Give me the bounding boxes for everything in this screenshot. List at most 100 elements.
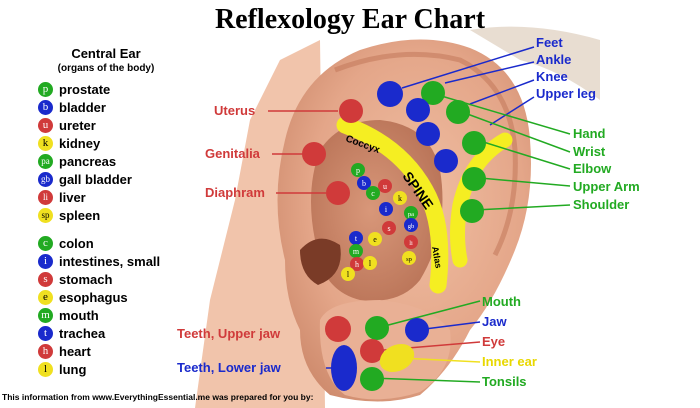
legend-item: p prostate xyxy=(38,80,132,98)
legend-label: trachea xyxy=(59,325,106,341)
legend-label: mouth xyxy=(59,307,99,323)
label-feet: Feet xyxy=(536,35,563,50)
legend-label: bladder xyxy=(59,99,106,115)
svg-text:e: e xyxy=(373,235,377,244)
feet-point xyxy=(377,81,403,107)
legend-dot-icon: m xyxy=(38,307,53,323)
organ-c: c xyxy=(366,186,380,200)
legend-dot-icon: u xyxy=(38,117,53,133)
mouth-line xyxy=(376,300,481,329)
elbow-line xyxy=(476,139,571,170)
svg-text:b: b xyxy=(362,179,366,188)
organ-li: li xyxy=(404,235,418,249)
legend-dot-icon: h xyxy=(38,343,53,359)
elbow-point xyxy=(462,167,486,191)
organ-dots: p b u c k i pa gb s e t li m sp h l l xyxy=(341,163,418,281)
label-jaw: Jaw xyxy=(482,314,507,329)
legend-dot-icon: p xyxy=(38,81,53,97)
reflex-points xyxy=(302,81,486,391)
organ-b: b xyxy=(357,176,371,190)
eye-point xyxy=(360,339,384,363)
tonsils-line xyxy=(371,377,481,383)
svg-text:pa: pa xyxy=(408,211,414,218)
label-uterus: Uterus xyxy=(214,103,256,118)
svg-text:p: p xyxy=(356,166,360,175)
svg-text:u: u xyxy=(383,182,387,191)
ankle-point xyxy=(421,81,445,105)
organ-u: u xyxy=(378,179,392,193)
upper-leg-point xyxy=(416,122,440,146)
legend-dot-icon: k xyxy=(38,135,53,151)
teeth-lower-point xyxy=(331,345,357,391)
tonsils-point xyxy=(360,367,384,391)
svg-text:gb: gb xyxy=(408,223,415,230)
organ-e: e xyxy=(368,232,382,246)
label-elbow: Elbow xyxy=(573,161,612,176)
label-inner-ear: Inner ear xyxy=(482,354,537,369)
feet-line xyxy=(401,46,535,89)
organ-m: m xyxy=(349,244,363,258)
svg-text:k: k xyxy=(398,194,402,203)
chart-title: Reflexology Ear Chart xyxy=(214,4,486,35)
legend-item: e esophagus xyxy=(38,288,160,306)
label-eye: Eye xyxy=(482,334,506,349)
ankle-line xyxy=(444,61,535,84)
label-hand: Hand xyxy=(573,126,606,141)
legend-dot-icon: li xyxy=(38,189,53,205)
organ-s: s xyxy=(382,221,396,235)
svg-text:t: t xyxy=(355,234,358,243)
label-ankle: Ankle xyxy=(536,52,572,67)
diaphram-point xyxy=(326,181,350,205)
svg-text:c: c xyxy=(371,189,375,198)
organ-sp: sp xyxy=(402,251,416,265)
spine-band xyxy=(336,116,449,294)
legend-dot-icon: gb xyxy=(38,171,53,187)
organ-h: h xyxy=(350,257,364,271)
legend-item: t trachea xyxy=(38,324,160,342)
wrist-point xyxy=(462,131,486,155)
organ-p: p xyxy=(351,163,365,177)
anti-helix-arc xyxy=(450,132,513,268)
label-wrist: Wrist xyxy=(573,144,606,159)
legend-dot-icon: t xyxy=(38,325,53,341)
legend-label: heart xyxy=(59,343,91,359)
uterus-point xyxy=(339,99,363,123)
svg-text:sp: sp xyxy=(406,256,412,263)
svg-text:s: s xyxy=(387,224,390,233)
organ-pa: pa xyxy=(404,206,418,220)
legend-label: prostate xyxy=(59,81,111,97)
hand-point xyxy=(446,100,470,124)
legend-heading: Central Ear xyxy=(71,46,141,61)
label-mouth: Mouth xyxy=(482,294,521,309)
shoulder-line xyxy=(474,204,571,211)
organ-l-a: l xyxy=(363,256,377,270)
label-knee: Knee xyxy=(536,69,568,84)
legend-label: esophagus xyxy=(59,289,128,305)
svg-text:h: h xyxy=(355,260,359,269)
label-upper-leg: Upper leg xyxy=(536,86,596,101)
upper-arm-point xyxy=(460,199,484,223)
legend-label: spleen xyxy=(59,207,101,223)
legend-dot-icon: sp xyxy=(38,207,53,223)
legend-item: sp spleen xyxy=(38,206,132,224)
mouth-point xyxy=(365,316,389,340)
legend-dot-icon: e xyxy=(38,289,53,305)
legend-dot-icon: i xyxy=(38,253,53,269)
legend-label: kidney xyxy=(59,135,101,151)
upper-leg-line xyxy=(489,96,535,126)
label-teeth-lower-jaw: Teeth, Lower jaw xyxy=(177,360,281,375)
label-diaphram: Diaphram xyxy=(205,185,265,200)
organ-l-b: l xyxy=(341,267,355,281)
legend-dot-icon: pa xyxy=(38,153,53,169)
